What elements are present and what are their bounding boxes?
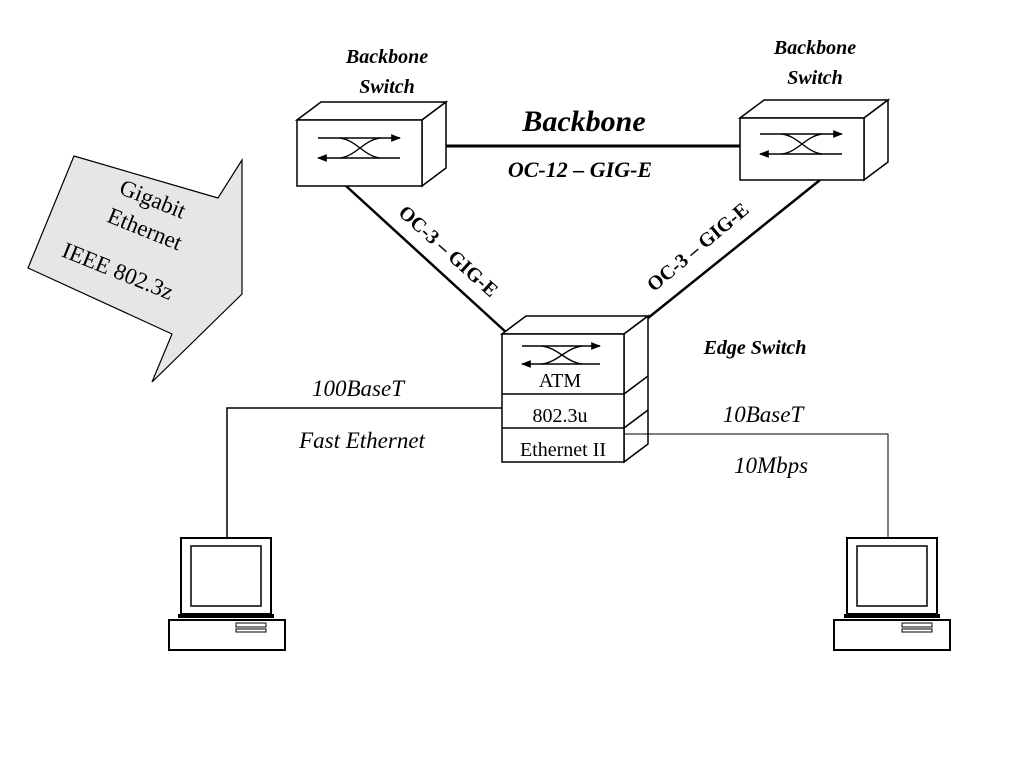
switch-arrows-icon	[521, 342, 601, 368]
left-workstation-icon	[168, 537, 286, 651]
right-access-link	[624, 433, 889, 538]
right-switch-label-2: Switch	[787, 67, 843, 89]
left-switch-label-1: Backbone	[345, 46, 428, 68]
right-backbone-switch	[737, 98, 891, 182]
switch-arrows-icon	[759, 130, 843, 158]
left-link-speed: 100BaseT	[312, 376, 406, 401]
edge-switch-label: Edge Switch	[703, 337, 807, 359]
switch-arrows-icon	[317, 134, 401, 162]
left-access-link	[226, 407, 502, 538]
left-uplink	[344, 184, 509, 335]
edge-switch	[499, 314, 651, 464]
left-backbone-switch	[294, 100, 449, 188]
edge-layer-ethernet: Ethernet II	[520, 439, 606, 461]
right-link-speed: 10BaseT	[723, 402, 806, 427]
right-link-rate: 10Mbps	[734, 453, 808, 478]
gigabit-callout-arrow: Gigabit Ethernet IEEE 802.3z	[27, 155, 243, 383]
right-uplink	[647, 179, 821, 319]
left-switch-label-2: Switch	[359, 76, 415, 98]
right-workstation-icon	[833, 537, 951, 651]
backbone-title: Backbone	[521, 105, 645, 138]
left-uplink-label: OC-3 – GIG-E	[394, 201, 502, 301]
left-link-name: Fast Ethernet	[298, 428, 425, 453]
backbone-link-label: OC-12 – GIG-E	[508, 157, 652, 182]
edge-layer-8023u: 802.3u	[533, 405, 588, 427]
right-switch-label-1: Backbone	[773, 37, 856, 59]
edge-layer-atm: ATM	[539, 370, 581, 392]
